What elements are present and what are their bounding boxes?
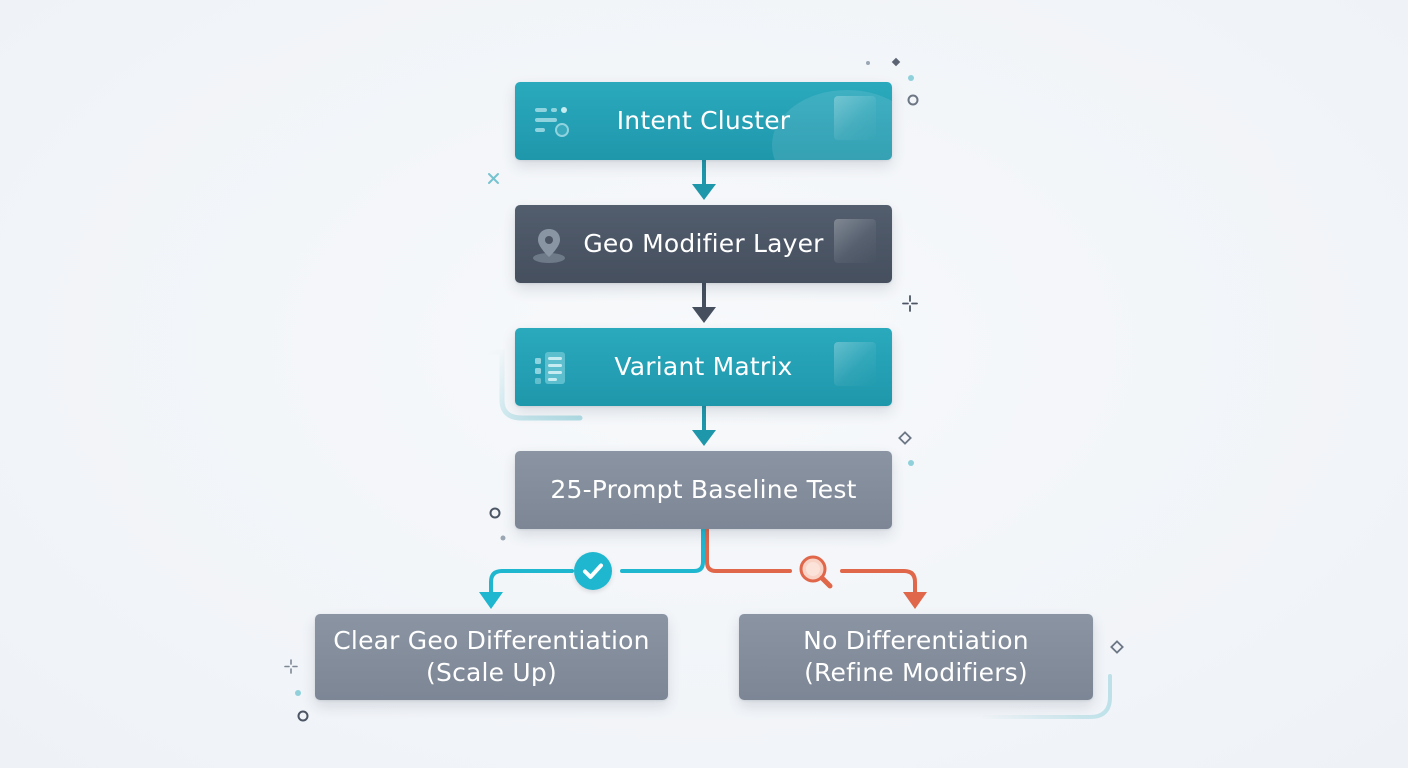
- node-gloss: [834, 219, 876, 263]
- success-badge: [574, 552, 612, 590]
- node-intent-cluster: Intent Cluster: [515, 82, 892, 160]
- node-label-line1: No Differentiation: [803, 626, 1029, 655]
- node-label: No Differentiation (Refine Modifiers): [803, 625, 1029, 689]
- checkmark-icon: [583, 563, 603, 579]
- node-geo-modifier-layer: Geo Modifier Layer: [515, 205, 892, 283]
- filter-sliders-icon: [535, 107, 569, 137]
- grid-list-icon: [535, 352, 565, 384]
- node-label-line2: (Refine Modifiers): [804, 658, 1028, 687]
- edge-variant-to-test: [692, 406, 716, 446]
- node-baseline-test: 25-Prompt Baseline Test: [515, 451, 892, 529]
- node-variant-matrix: Variant Matrix: [515, 328, 892, 406]
- node-label: Variant Matrix: [614, 352, 793, 381]
- node-label-line1: Clear Geo Differentiation: [333, 626, 650, 655]
- node-clear-geo-differentiation: Clear Geo Differentiation (Scale Up): [315, 614, 668, 700]
- magnifier-icon: [799, 555, 833, 589]
- node-label: 25-Prompt Baseline Test: [550, 475, 857, 504]
- node-no-differentiation: No Differentiation (Refine Modifiers): [739, 614, 1093, 700]
- location-pin-icon: [533, 229, 565, 263]
- node-gloss: [834, 96, 876, 140]
- node-label: Geo Modifier Layer: [583, 229, 824, 258]
- node-gloss: [834, 342, 876, 386]
- refine-badge: [796, 552, 836, 592]
- edge-geo-to-variant: [692, 283, 716, 323]
- node-label-line2: (Scale Up): [426, 658, 557, 687]
- node-label: Clear Geo Differentiation (Scale Up): [333, 625, 649, 689]
- node-label: Intent Cluster: [616, 106, 791, 135]
- edge-intent-to-geo: [692, 160, 716, 200]
